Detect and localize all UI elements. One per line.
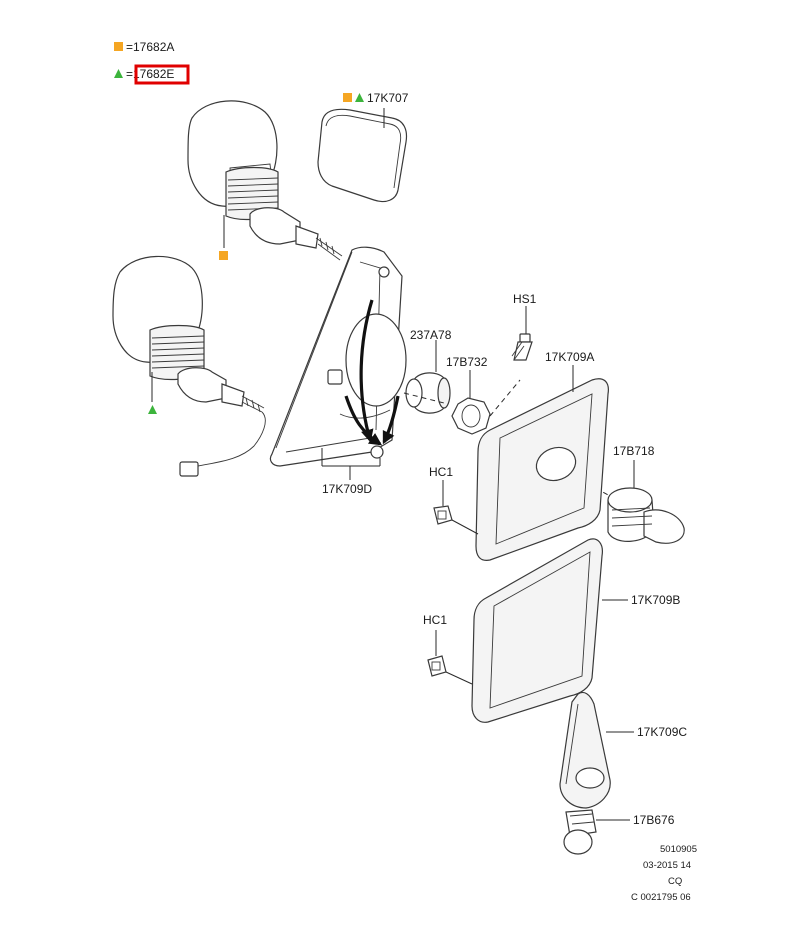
mirror-head-upper [187,100,343,261]
callout-17k709b: 17K709B [631,593,680,607]
threaded-neck-upper [225,166,343,261]
green-triangle-marker-lower [148,405,157,414]
mirror-cover-17k709c [559,691,611,809]
green-triangle-marker-glass [355,93,364,102]
bushing-237a78 [405,372,451,414]
wire-connector [179,461,199,477]
pivot-screw [370,445,384,459]
callout-17k707: 17K707 [367,91,409,105]
callout-17k709c: 17K709C [637,725,687,739]
clip-hc1-upper [433,505,453,525]
callout-hs1: HS1 [513,292,537,306]
screw-hs1 [511,333,533,361]
footer-line-4: C 0021795 06 [631,892,691,903]
callout-17b732: 17B732 [446,355,488,369]
footer-line-2: 03-2015 14 [643,860,691,871]
assembly-arrow-2 [344,395,383,446]
bracket-slot [345,313,407,407]
footer-codes: 5010905 03-2015 14 CQ C 0021795 06 [631,844,697,903]
threaded-neck-lower [149,324,265,413]
callout-hc1-lower: HC1 [423,613,447,627]
callout-17b718: 17B718 [613,444,655,458]
callout-hc1-upper: HC1 [429,465,453,479]
footer-line-1: 5010905 [660,844,697,855]
nut-17b732 [451,397,491,435]
highlight-box [134,64,190,85]
assembly-arrow-3 [382,395,400,445]
callout-237a78: 237A78 [410,328,452,342]
callout-17k709d: 17K709D [322,482,372,496]
mirror-head-lower [112,255,266,477]
wiring-harness [197,411,266,467]
legend: =17682A =17682E [114,40,190,85]
clip-hc1-lower [427,655,447,677]
bracket-tab [327,369,343,385]
bulb-17b676 [563,809,597,855]
mirror-glass-17k707 [317,108,408,203]
orange-square-marker-glass [343,93,352,102]
mirror-cover-17k709b [471,538,603,723]
green-triangle-icon [114,69,123,78]
mirror-bracket-17k709d [269,246,407,467]
callout-17k709a: 17K709A [545,350,594,364]
legend-square-code: =17682A [126,40,174,54]
mirror-cover-17k709a [475,378,609,561]
footer-line-3: CQ [668,876,682,887]
legend-triangle-code: =17682E [126,67,174,81]
callout-17b676: 17B676 [633,813,675,827]
grommet-17b718 [607,487,685,544]
orange-square-marker-upper [219,251,228,260]
orange-square-icon [114,42,123,51]
bracket-hole-top [378,266,390,278]
assembly-arrow-1 [359,299,374,443]
